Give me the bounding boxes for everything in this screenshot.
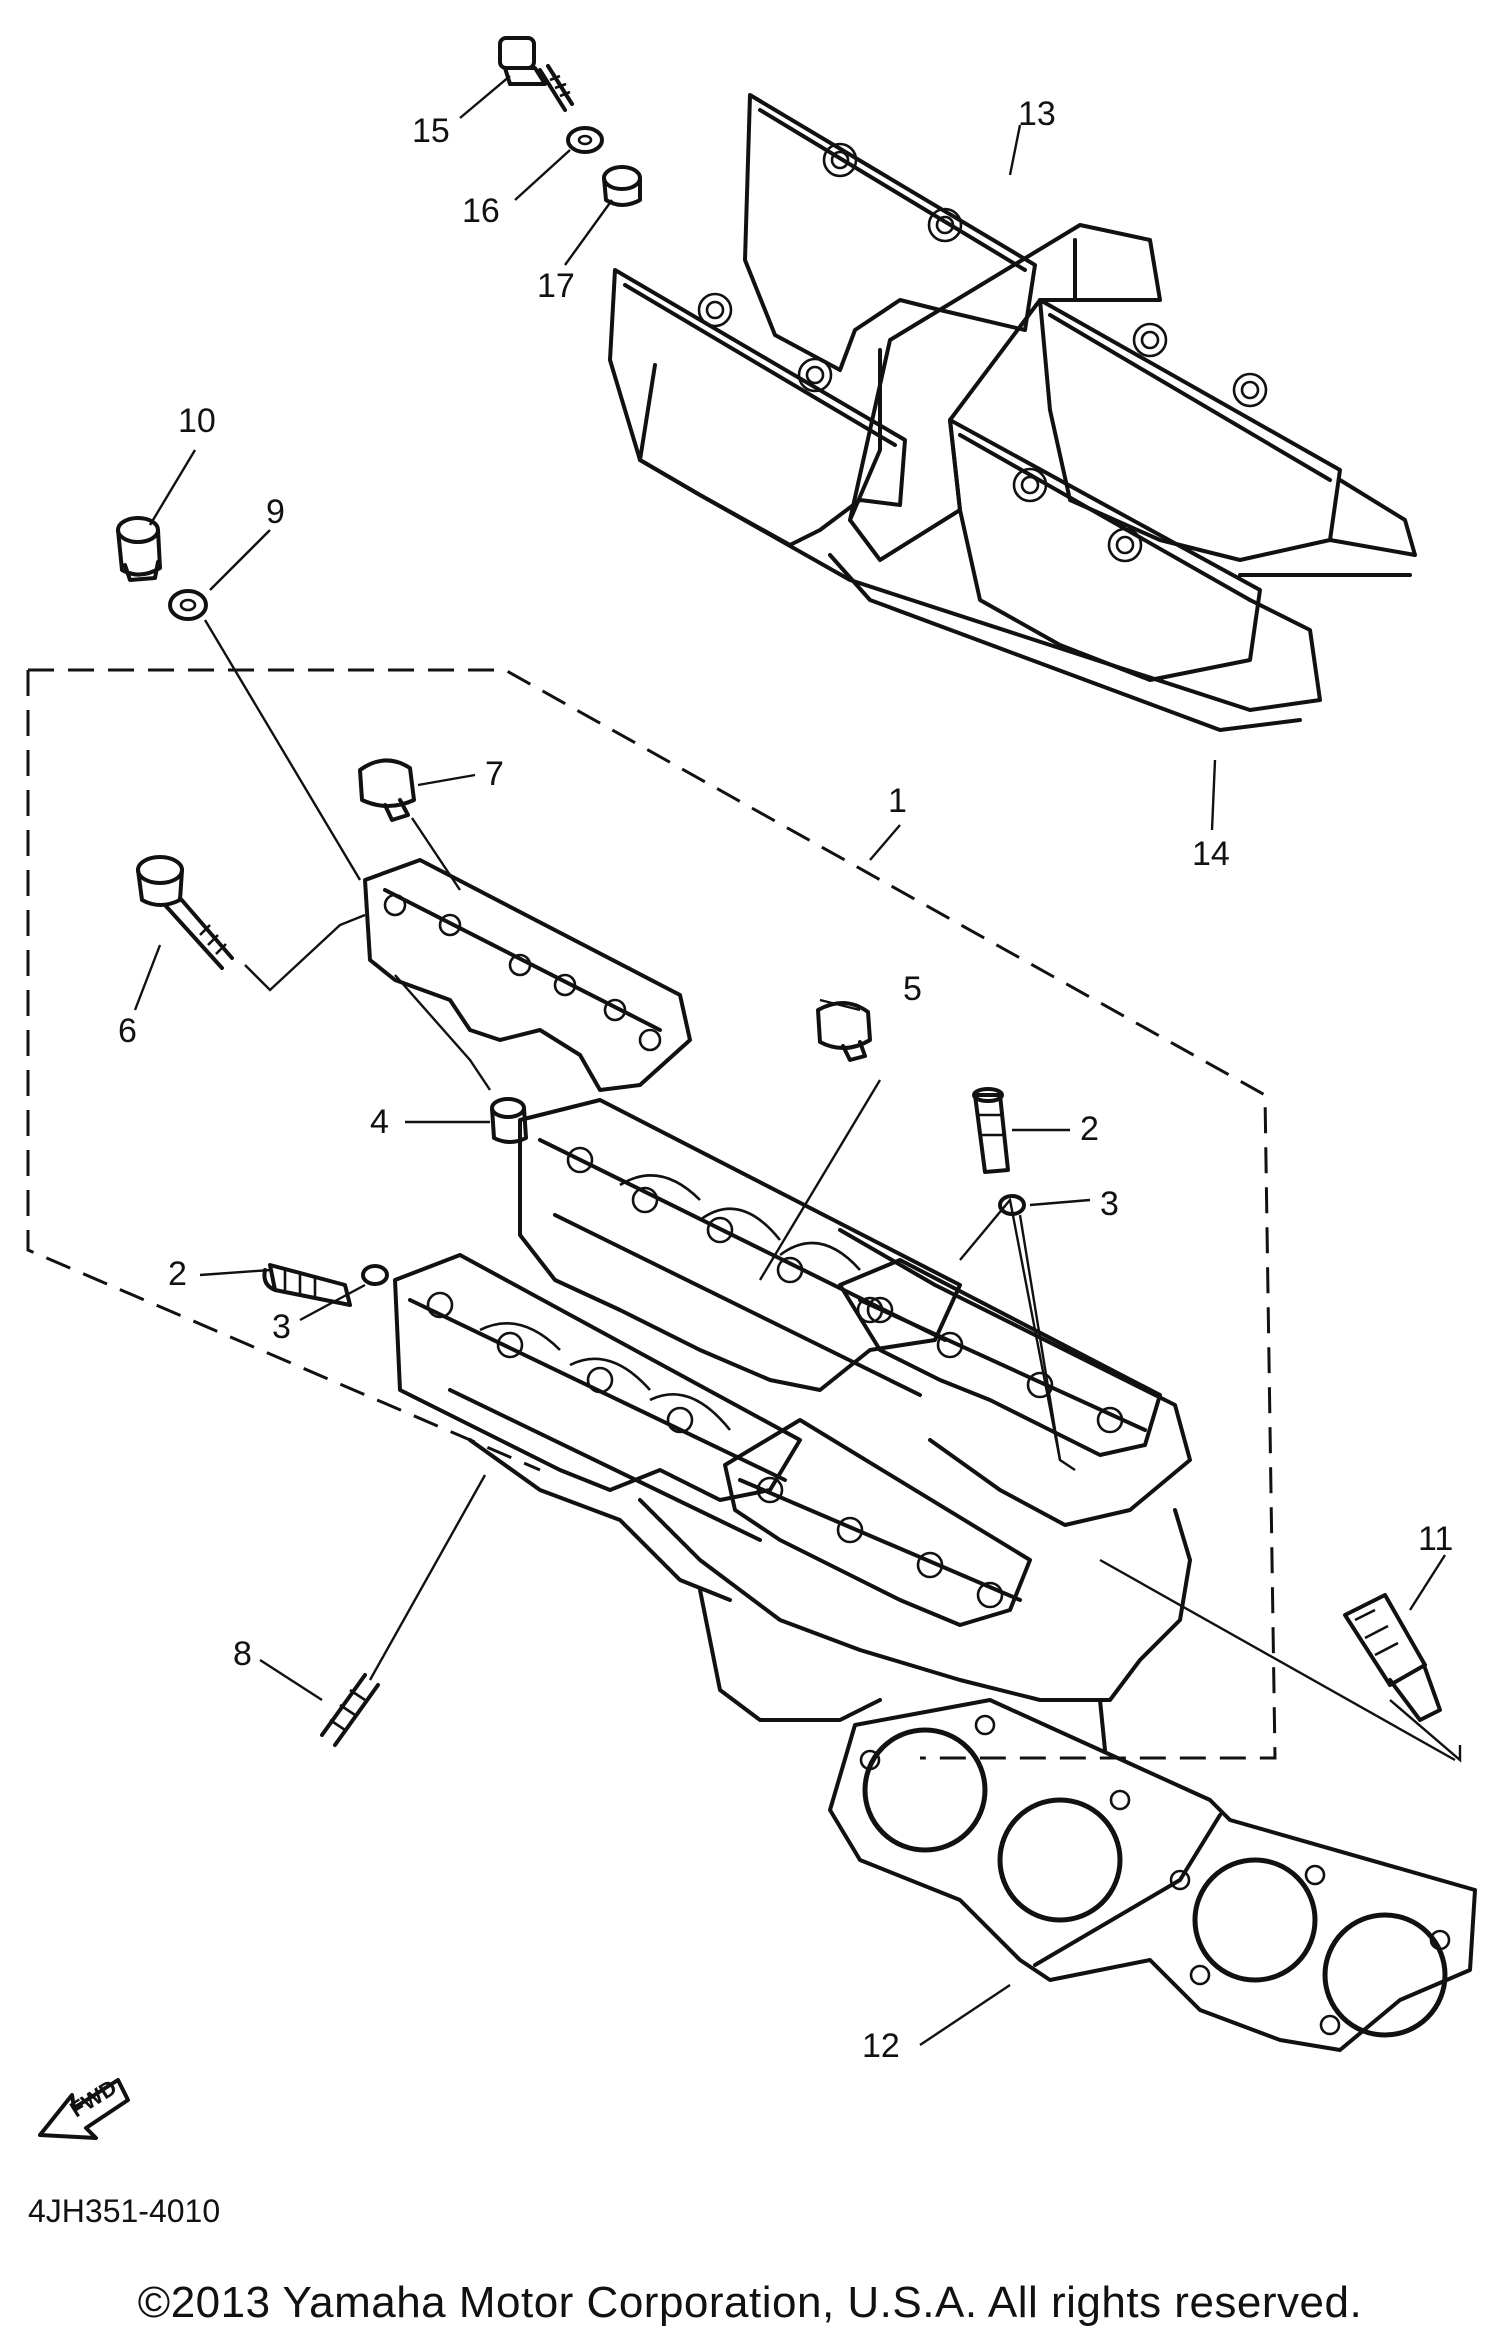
valve-lifter-2-left xyxy=(262,1263,352,1307)
callout-2-right: 2 xyxy=(1080,1110,1099,1148)
dowel-4 xyxy=(490,1097,528,1144)
bolt-15 xyxy=(498,36,574,112)
grommet-17 xyxy=(602,165,642,207)
cylinder-head-cover-gasket xyxy=(638,363,1417,732)
washer-16 xyxy=(566,126,604,154)
callout-12: 12 xyxy=(862,2027,900,2065)
callout-5: 5 xyxy=(903,970,922,1008)
callout-7: 7 xyxy=(485,755,504,793)
callout-9: 9 xyxy=(266,493,285,531)
assembly-boundary xyxy=(26,668,1277,1760)
diagram-code: 4JH351-4010 xyxy=(28,2193,221,2229)
callout-14: 14 xyxy=(1192,835,1230,873)
callout-11: 11 xyxy=(1418,1520,1453,1558)
callout-17: 17 xyxy=(537,267,575,305)
washer-9 xyxy=(168,589,208,621)
callout-8: 8 xyxy=(233,1635,252,1673)
callout-1: 1 xyxy=(888,782,907,820)
callout-2-left: 2 xyxy=(168,1255,187,1293)
callout-10: 10 xyxy=(178,402,216,440)
shim-3-right xyxy=(998,1194,1062,1461)
stud-bolt-8 xyxy=(320,1474,487,1747)
callout-3-left: 3 xyxy=(272,1308,291,1346)
callout-3-right: 3 xyxy=(1100,1185,1119,1223)
spark-plug-11 xyxy=(1099,1558,1462,1763)
camshaft-cap xyxy=(203,619,692,1092)
cylinder-head-gasket-12 xyxy=(828,1698,1477,2052)
copyright-notice: ©2013 Yamaha Motor Corporation, U.S.A. A… xyxy=(137,2278,1363,2327)
cylinder-head-cover xyxy=(608,93,1342,682)
cylinder-head-front xyxy=(393,1253,802,1602)
bolt-7 xyxy=(358,758,416,822)
callout-6: 6 xyxy=(118,1012,137,1050)
callout-labels: 15 16 17 13 14 10 9 7 6 1 5 4 2 3 2 3 8 … xyxy=(118,95,1453,2065)
callout-13: 13 xyxy=(1018,95,1056,133)
cylinder-head-right-bank xyxy=(638,1197,1192,1752)
shim-3-left xyxy=(361,1264,389,1286)
callout-4: 4 xyxy=(370,1103,389,1141)
bolt-6 xyxy=(136,855,234,970)
bolt-10 xyxy=(116,516,162,582)
valve-lifter-2-right xyxy=(972,1087,1010,1174)
forward-direction-arrow: FWD xyxy=(38,2074,130,2140)
callout-16: 16 xyxy=(462,192,500,230)
callout-leaders xyxy=(133,75,1447,2046)
callout-15: 15 xyxy=(412,112,450,150)
